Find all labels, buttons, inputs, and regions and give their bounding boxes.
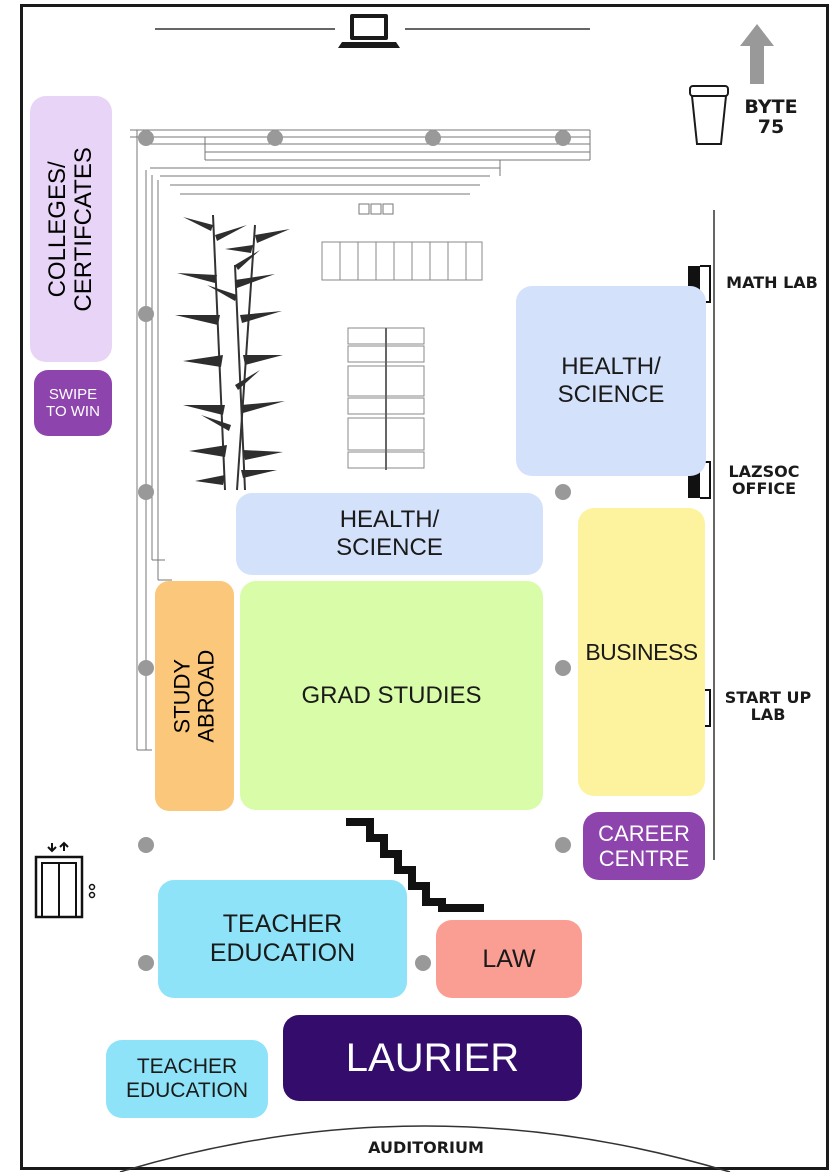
booth-business-label: BUSINESS <box>585 638 698 665</box>
booth-teacher-education-small[interactable]: TEACHER EDUCATION <box>106 1040 268 1118</box>
coffee-cup-icon <box>689 85 729 145</box>
booth-study-abroad-label: STUDY ABROAD <box>169 649 219 743</box>
auditorium-label: AUDITORIUM <box>368 1138 484 1157</box>
column-pillar <box>138 660 154 676</box>
column-pillar <box>267 130 283 146</box>
booth-health-right-label: HEALTH/ SCIENCE <box>557 353 665 408</box>
booth-health-science-right[interactable]: HEALTH/ SCIENCE <box>516 286 706 476</box>
column-pillar <box>415 955 431 971</box>
laptop-icon <box>338 14 400 48</box>
booth-teacher-small-label: TEACHER EDUCATION <box>125 1054 249 1102</box>
booth-laurier-label: LAURIER <box>345 1036 520 1080</box>
booth-career-centre[interactable]: CAREER CENTRE <box>583 812 705 880</box>
booth-health-center-label: HEALTH/ SCIENCE <box>336 506 443 561</box>
column-pillar <box>425 130 441 146</box>
elevator-icon <box>34 841 96 919</box>
column-pillar <box>555 484 571 500</box>
column-pillar <box>555 660 571 676</box>
booth-law-label: LAW <box>482 944 536 973</box>
booth-study-abroad[interactable]: STUDY ABROAD <box>155 581 234 811</box>
booth-health-science-center[interactable]: HEALTH/ SCIENCE <box>236 493 543 575</box>
byte-label: BYTE 75 <box>744 96 798 138</box>
column-pillar <box>555 837 571 853</box>
column-pillar <box>138 837 154 853</box>
booth-grad-studies[interactable]: GRAD STUDIES <box>240 581 543 810</box>
booth-law[interactable]: LAW <box>436 920 582 998</box>
column-pillar <box>138 484 154 500</box>
booth-swipe-to-win[interactable]: SWIPE TO WIN <box>34 370 112 436</box>
column-pillar <box>138 306 154 322</box>
booth-colleges[interactable]: COLLEGES/ CERTIFCATES <box>30 96 112 362</box>
math-lab-label: MATH LAB <box>726 273 818 292</box>
booth-laurier[interactable]: LAURIER <box>283 1015 582 1101</box>
booth-teacher-main-label: TEACHER EDUCATION <box>209 910 356 967</box>
lazsoc-label: LAZSOC OFFICE <box>728 462 800 498</box>
bamboo-plant-icon <box>175 214 290 491</box>
startup-lab-label: START UP LAB <box>724 688 812 724</box>
column-pillar <box>555 130 571 146</box>
booth-colleges-label: COLLEGES/ CERTIFCATES <box>43 146 97 312</box>
arrow-up-icon <box>740 24 774 84</box>
booth-career-centre-label: CAREER CENTRE <box>598 820 690 871</box>
booth-business[interactable]: BUSINESS <box>578 508 705 796</box>
booth-grad-studies-label: GRAD STUDIES <box>301 681 482 709</box>
booth-swipe-label: SWIPE TO WIN <box>46 385 100 420</box>
column-pillar <box>138 955 154 971</box>
column-pillar <box>138 130 154 146</box>
booth-teacher-education-main[interactable]: TEACHER EDUCATION <box>158 880 407 998</box>
